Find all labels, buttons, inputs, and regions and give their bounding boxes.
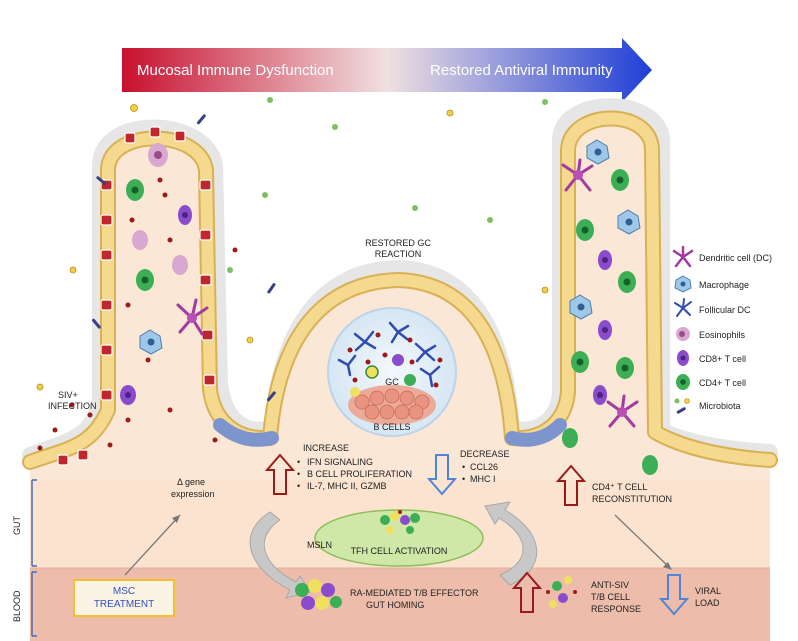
cd4-up-arrow-icon xyxy=(555,464,587,506)
legend-item-eosinophils: Eosinophils xyxy=(676,327,746,341)
increase-item-3: IL-7, MHC II, GZMB xyxy=(307,481,387,491)
legend-label-dc: Dendritic cell (DC) xyxy=(699,253,772,263)
microbiota-particles xyxy=(36,97,549,402)
decrease-title: DECREASE xyxy=(460,449,510,459)
msc-to-gene-arrow xyxy=(124,514,181,576)
ra-homing-line1: RA-MEDIATED T/B EFFECTOR xyxy=(350,588,479,598)
ra-homing-line2: GUT HOMING xyxy=(366,600,424,610)
legend-item-macrophage: Macrophage xyxy=(674,275,749,293)
cd4-to-viral-arrow xyxy=(614,514,671,569)
legend-item-microbiota: Microbiota xyxy=(674,398,741,414)
left-villus-cells xyxy=(120,143,209,405)
legend-label-eosinophils: Eosinophils xyxy=(699,330,746,340)
microbiota-icon xyxy=(674,398,690,414)
eosinophil-icon xyxy=(676,327,690,341)
macrophage-icon xyxy=(674,275,692,293)
msc-treatment-line2: TREATMENT xyxy=(94,599,154,610)
svg-text:•: • xyxy=(462,462,465,472)
siv-infection-line2: INFECTION xyxy=(48,401,97,411)
svg-text:•: • xyxy=(297,457,300,467)
decrease-panel: DECREASE • CCL26 • MHC I xyxy=(426,449,510,496)
delta-gene-expression-line1: Δ gene xyxy=(177,477,205,487)
legend-item-dc: Dendritic cell (DC) xyxy=(672,245,772,268)
cd4-reconstitution-line1: CD4⁺ T CELL xyxy=(592,482,647,492)
legend-label-cd4: CD4+ T cell xyxy=(699,378,746,388)
germinal-center: GC B CELLS xyxy=(327,307,457,437)
progression-banner: Mucosal Immune Dysfunction Restored Anti… xyxy=(122,38,652,102)
cd4-reconstitution-line2: RECONSTITUTION xyxy=(592,494,672,504)
antisiv-line1: ANTI-SIV xyxy=(591,580,629,590)
cd4-t-cell-icon xyxy=(676,374,690,390)
legend-item-cd4: CD4+ T cell xyxy=(676,374,746,390)
increase-panel: INCREASE • IFN SIGNALING • B CELL PROLIF… xyxy=(264,443,412,495)
siv-infection-line1: SIV+ xyxy=(58,390,78,400)
follicular-dc-icon xyxy=(674,298,692,317)
cd8-t-cell-icon xyxy=(677,350,689,366)
msc-treatment-box: MSC TREATMENT xyxy=(73,579,175,617)
restored-gc-reaction-line1: RESTORED GC xyxy=(365,238,431,248)
legend-item-follicular-dc: Follicular DC xyxy=(674,298,751,317)
tfh-activation-label: TFH CELL ACTIVATION xyxy=(351,546,448,556)
legend-label-follicular-dc: Follicular DC xyxy=(699,305,751,315)
viral-load-line2: LOAD xyxy=(695,598,720,608)
legend-label-cd8: CD8+ T cell xyxy=(699,354,746,364)
increase-title: INCREASE xyxy=(303,443,349,453)
gc-label: GC xyxy=(385,377,399,387)
increase-arrow-icon xyxy=(264,453,296,495)
banner-arrow xyxy=(122,38,652,102)
decrease-arrow-icon xyxy=(426,454,458,496)
delta-gene-expression-line2: expression xyxy=(171,489,215,499)
right-villus-cells xyxy=(561,139,658,475)
increase-item-1: IFN SIGNALING xyxy=(307,457,373,467)
legend-label-macrophage: Macrophage xyxy=(699,280,749,290)
decrease-item-1: CCL26 xyxy=(470,462,498,472)
tfh-activation: TFH CELL ACTIVATION xyxy=(314,509,484,567)
region-brackets xyxy=(31,479,37,637)
antisiv-cells xyxy=(546,576,577,608)
banner-left-label: Mucosal Immune Dysfunction xyxy=(137,62,334,79)
svg-text:•: • xyxy=(297,481,300,491)
antisiv-line2: T/B CELL xyxy=(591,592,630,602)
msln-label: MSLN xyxy=(307,540,332,550)
increase-item-2: B CELL PROLIFERATION xyxy=(307,469,412,479)
gut-tissue xyxy=(30,118,770,480)
blood-cell-cluster xyxy=(295,579,342,610)
svg-text:•: • xyxy=(297,469,300,479)
msc-treatment-line1: MSC xyxy=(113,586,135,597)
mucus-layer xyxy=(22,98,778,463)
antisiv-up-arrow-icon xyxy=(511,571,543,613)
restored-gc-reaction-line2: REACTION xyxy=(375,249,422,259)
b-cells-label: B CELLS xyxy=(373,422,410,432)
banner-right-label: Restored Antiviral Immunity xyxy=(430,62,613,79)
siv-virions xyxy=(37,177,238,451)
viral-load-down-arrow-icon xyxy=(658,574,690,616)
macrophage-left xyxy=(139,329,163,355)
viral-load-line1: VIRAL xyxy=(695,586,721,596)
legend-item-cd8: CD8+ T cell xyxy=(677,350,746,366)
damaged-epithelial-cells xyxy=(57,126,216,466)
gut-region-label: GUT xyxy=(12,516,22,536)
svg-text:•: • xyxy=(462,474,465,484)
epithelium xyxy=(22,110,778,470)
legend: Dendritic cell (DC) Macrophage Follicula… xyxy=(672,245,772,414)
decrease-item-2: MHC I xyxy=(470,474,496,484)
legend-label-microbiota: Microbiota xyxy=(699,401,741,411)
dendritic-cell-icon xyxy=(672,245,694,268)
blood-region-label: BLOOD xyxy=(12,590,22,622)
antisiv-line3: RESPONSE xyxy=(591,604,641,614)
